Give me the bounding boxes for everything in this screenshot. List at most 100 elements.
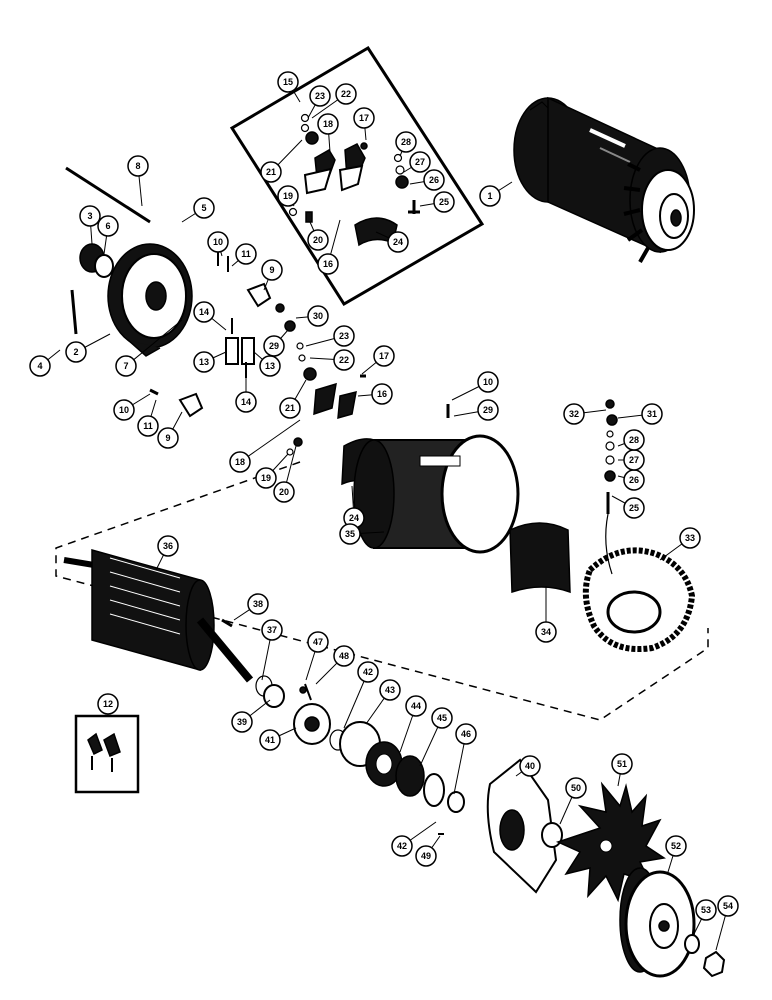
callout-number: 18: [323, 119, 333, 129]
callout-number: 39: [237, 717, 247, 727]
callout-43: 43: [379, 679, 401, 701]
callout-41: 41: [259, 729, 281, 751]
callout-number: 7: [123, 361, 128, 371]
callout-29: 29: [263, 335, 285, 357]
callout-13: 13: [193, 351, 215, 373]
callout-circle: [405, 695, 427, 717]
callout-27: 27: [409, 151, 431, 173]
callout-16: 16: [317, 253, 339, 275]
callout-number: 46: [461, 729, 471, 739]
callout-number: 5: [201, 203, 206, 213]
callout-15: 15: [277, 71, 299, 93]
drive-pulley: [619, 867, 696, 978]
callout-circle: [333, 349, 355, 371]
callout-circle: [623, 497, 645, 519]
callout-number: 3: [87, 211, 92, 221]
callout-4: 4: [29, 355, 51, 377]
generator-assembly: [513, 96, 695, 263]
callout-number: 10: [483, 377, 493, 387]
callout-number: 24: [393, 237, 403, 247]
callout-number: 31: [647, 409, 657, 419]
callout-11: 11: [137, 415, 159, 437]
callout-circle: [247, 593, 269, 615]
callout-circle: [477, 399, 499, 421]
callout-number: 29: [483, 405, 493, 415]
callout-number: 9: [165, 433, 170, 443]
callout-13: 13: [259, 355, 281, 377]
callout-number: 17: [379, 351, 389, 361]
mounting-screw: [70, 289, 78, 335]
callout-20: 20: [307, 229, 329, 251]
callout-23: 23: [333, 325, 355, 347]
callout-21: 21: [260, 161, 282, 183]
callout-number: 26: [429, 175, 439, 185]
callout-circle: [277, 71, 299, 93]
callout-circle: [565, 777, 587, 799]
callout-circle: [307, 229, 329, 251]
callout-9: 9: [261, 259, 283, 281]
callout-54: 54: [717, 895, 739, 917]
callout-number: 21: [285, 403, 295, 413]
callout-39: 39: [231, 711, 253, 733]
callout-19: 19: [277, 185, 299, 207]
callout-circle: [535, 621, 557, 643]
callout-18: 18: [317, 113, 339, 135]
callout-number: 18: [235, 457, 245, 467]
callout-10: 10: [113, 399, 135, 421]
callout-number: 45: [437, 713, 447, 723]
callout-circle: [193, 301, 215, 323]
callout-number: 27: [415, 157, 425, 167]
callout-16: 16: [371, 383, 393, 405]
callout-circle: [431, 707, 453, 729]
callout-22: 22: [333, 349, 355, 371]
lock-washer: [684, 934, 700, 954]
callout-circle: [115, 355, 137, 377]
callout-circle: [563, 403, 585, 425]
callout-circle: [193, 197, 215, 219]
callout-number: 34: [541, 627, 551, 637]
callout-circle: [335, 83, 357, 105]
callout-30: 30: [307, 305, 329, 327]
callout-number: 48: [339, 651, 349, 661]
callout-1: 1: [479, 185, 501, 207]
callout-number: 9: [269, 265, 274, 275]
bushing-and-oil-cup: [79, 243, 114, 278]
callout-50: 50: [565, 777, 587, 799]
callout-circle: [373, 345, 395, 367]
callout-circle: [307, 631, 329, 653]
callout-number: 14: [199, 307, 209, 317]
callout-circle: [317, 113, 339, 135]
callout-number: 17: [359, 113, 369, 123]
callout-circle: [641, 403, 663, 425]
callout-circle: [665, 835, 687, 857]
callout-number: 19: [261, 473, 271, 483]
callout-28: 28: [623, 429, 645, 451]
callout-circle: [235, 391, 257, 413]
callout-circle: [455, 723, 477, 745]
callout-11: 11: [235, 243, 257, 265]
callout-circle: [339, 523, 361, 545]
callout-number: 33: [685, 533, 695, 543]
callout-circle: [97, 693, 119, 715]
callout-circle: [231, 711, 253, 733]
callout-circle: [261, 259, 283, 281]
callout-number: 37: [267, 625, 277, 635]
callout-number: 50: [571, 783, 581, 793]
callout-circle: [695, 899, 717, 921]
callout-number: 23: [315, 91, 325, 101]
callout-24: 24: [387, 231, 409, 253]
callout-10: 10: [207, 231, 229, 253]
callout-circle: [137, 415, 159, 437]
callout-circle: [333, 325, 355, 347]
callout-14: 14: [193, 301, 215, 323]
callout-44: 44: [405, 695, 427, 717]
callout-31: 31: [641, 403, 663, 425]
callout-26: 26: [423, 169, 445, 191]
callout-circle: [611, 753, 633, 775]
drive-end-bearing-parts: [255, 675, 465, 835]
callout-circle: [357, 661, 379, 683]
callout-circle: [409, 151, 431, 173]
callout-17: 17: [373, 345, 395, 367]
